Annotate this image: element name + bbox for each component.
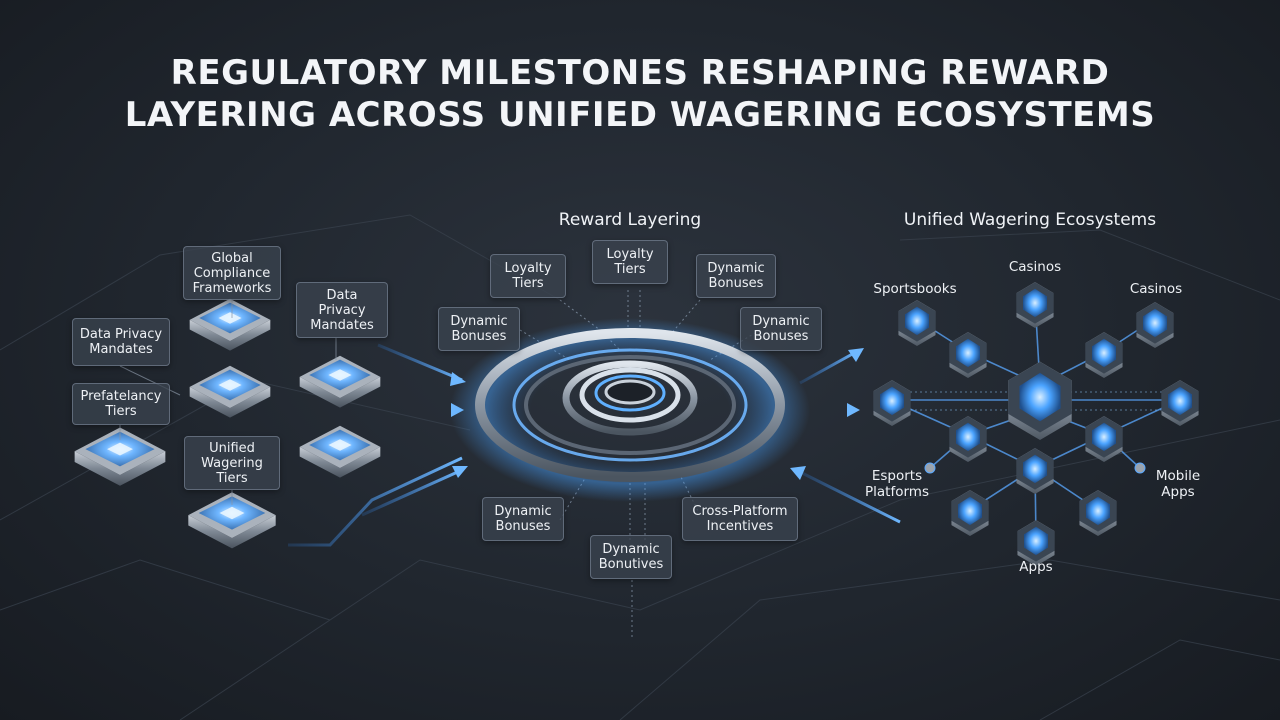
- tag-loyalty-tiers-top: Loyalty Tiers: [592, 240, 668, 284]
- ecosystem-title: Unified Wagering Ecosystems: [903, 210, 1157, 230]
- tag-dynamic-bonuses-bottom-left: Dynamic Bonuses: [482, 497, 564, 541]
- page-title: REGULATORY MILESTONES RESHAPING REWARD L…: [0, 52, 1280, 136]
- label-mobile-apps: Mobile Apps: [1155, 468, 1201, 500]
- tag-dynamic-bonuses-right: Dynamic Bonuses: [740, 307, 822, 351]
- title-line-2: LAYERING ACROSS UNIFIED WAGERING ECOSYST…: [124, 95, 1156, 135]
- node-icon-upper-right: [1085, 332, 1123, 378]
- label-casinos-right: Casinos: [1129, 281, 1183, 297]
- tag-loyalty-tiers-left: Loyalty Tiers: [490, 254, 566, 298]
- tag-dynamic-bonutives: Dynamic Bonutives: [590, 535, 672, 579]
- tag-dynamic-bonuses-left: Dynamic Bonuses: [438, 307, 520, 351]
- esports-dot-icon: [924, 462, 936, 474]
- node-icon-upper-left: [949, 332, 987, 378]
- title-line-1: REGULATORY MILESTONES RESHAPING REWARD: [170, 53, 1110, 93]
- label-casinos-top: Casinos: [1008, 259, 1062, 275]
- mobile-dot-icon: [1134, 462, 1146, 474]
- tag-dynamic-bonuses-top-right: Dynamic Bonuses: [696, 254, 776, 298]
- node-icon-lower-right: [1085, 416, 1123, 462]
- tag-data-privacy-right: Data Privacy Mandates: [296, 282, 388, 338]
- tag-cross-platform-incentives: Cross-Platform Incentives: [682, 497, 798, 541]
- node-icon-bottom-center: [1016, 448, 1054, 494]
- tag-global-compliance: Global Compliance Frameworks: [183, 246, 281, 300]
- node-icon-far-right: [1161, 380, 1199, 426]
- label-apps: Apps: [1019, 559, 1053, 575]
- reward-layering-title: Reward Layering: [558, 210, 702, 230]
- flow-arrows-right: [799, 350, 901, 524]
- node-icon-lower-left: [949, 416, 987, 462]
- casinos-top-node-icon: [1016, 282, 1054, 328]
- label-esports-platforms: Esports Platforms: [865, 468, 929, 500]
- tag-preferency-tiers: Prefatelancy Tiers: [72, 383, 170, 425]
- node-icon-bottom-left: [951, 490, 989, 536]
- tag-unified-wagering-tiers: Unified Wagering Tiers: [184, 436, 280, 490]
- node-icon-far-left: [873, 380, 911, 426]
- label-sportsbooks: Sportsbooks: [873, 281, 957, 297]
- flow-arrows-left: [288, 343, 463, 547]
- node-icon-bottom-right: [1079, 490, 1117, 536]
- tag-data-privacy-left: Data Privacy Mandates: [72, 318, 170, 366]
- casinos-right-node-icon: [1136, 302, 1174, 348]
- sportsbooks-node-icon: [898, 300, 936, 346]
